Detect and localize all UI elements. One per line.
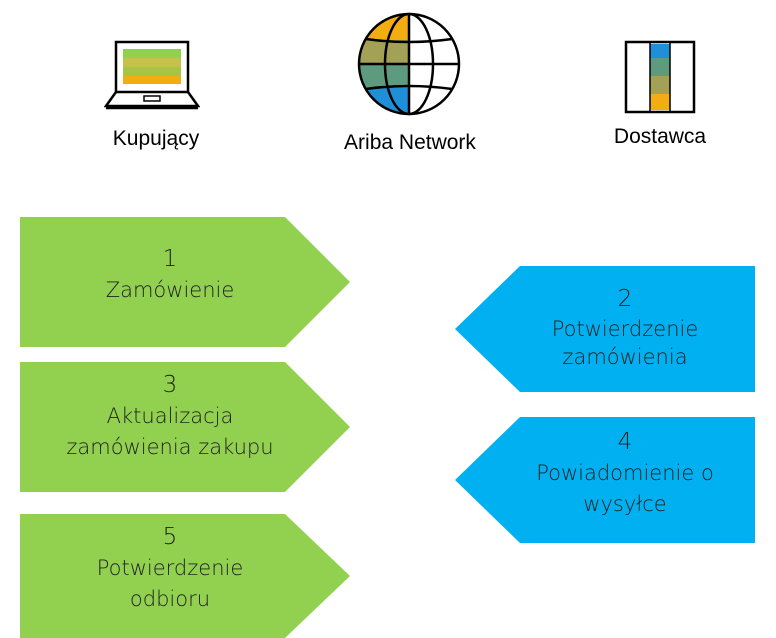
step-label: Potwierdzenie zamówienia xyxy=(551,317,699,369)
step-label: Aktualizacja zamówienia zakupu xyxy=(66,404,274,459)
step-number: 5 xyxy=(162,524,178,550)
step-number: 1 xyxy=(162,246,178,272)
supplier-icon xyxy=(624,40,696,114)
step-number: 3 xyxy=(162,372,178,398)
step-5-arrow: 5 Potwierdzenie odbioru xyxy=(20,514,350,638)
step-label: Zamówienie xyxy=(105,278,235,302)
step-2-arrow: 2 Potwierdzenie zamówienia xyxy=(455,266,755,392)
step-number: 2 xyxy=(617,286,633,312)
supplier-label: Dostawca xyxy=(613,125,707,148)
laptop-icon xyxy=(103,40,201,112)
buyer-label: Kupujący xyxy=(112,127,200,150)
step-label: Potwierdzenie odbioru xyxy=(96,556,244,611)
step-1-arrow: 1 Zamówienie xyxy=(20,217,350,347)
step-3-arrow: 3 Aktualizacja zamówienia zakupu xyxy=(20,362,350,492)
network-label: Ariba Network xyxy=(344,131,476,154)
globe-icon xyxy=(357,12,461,116)
step-label: Powiadomienie o wysyłce xyxy=(536,461,714,516)
step-4-arrow: 4 Powiadomienie o wysyłce xyxy=(455,417,755,543)
step-number: 4 xyxy=(617,429,633,455)
